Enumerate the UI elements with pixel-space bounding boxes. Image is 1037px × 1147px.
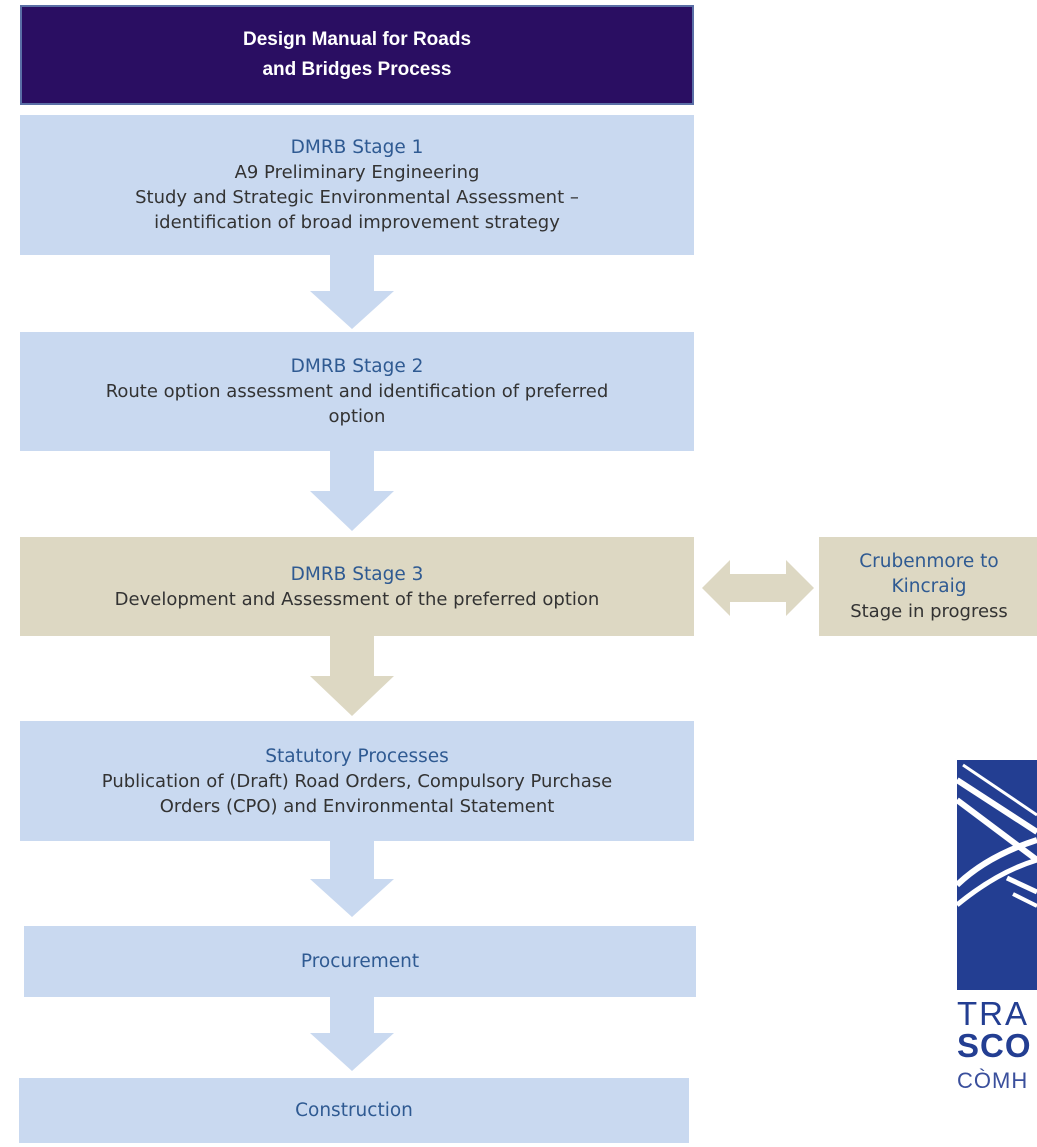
- statutory-processes-box: Statutory Processes Publication of (Draf…: [20, 721, 694, 841]
- down-arrow-5: [310, 997, 394, 1071]
- scheme-status: Stage in progress: [850, 601, 1008, 622]
- scheme-title-line-1: Crubenmore to: [859, 551, 999, 572]
- logo-wordmark: TRA SCO CÒMH: [957, 997, 1037, 1101]
- procurement-box: Procurement: [24, 926, 696, 997]
- statutory-line-2: Orders (CPO) and Environmental Statement: [159, 795, 555, 817]
- header-line-1: Design Manual for Roads: [242, 29, 472, 50]
- down-arrow-3: [310, 636, 394, 716]
- stage-1-line-1: A9 Preliminary Engineering: [234, 162, 480, 183]
- header-line-2: and Bridges Process: [262, 59, 452, 80]
- stage-1-box: DMRB Stage 1 A9 Preliminary Engineering …: [20, 115, 694, 255]
- down-arrow-1: [310, 255, 394, 329]
- scheme-title-line-2: Kincraig: [891, 576, 967, 597]
- procurement-title: Procurement: [300, 951, 420, 972]
- stage-2-line-1: Route option assessment and identificati…: [105, 381, 609, 402]
- logo-line-2: SCO: [957, 1027, 1032, 1064]
- statutory-title: Statutory Processes: [265, 745, 449, 767]
- down-arrow-2: [310, 451, 394, 531]
- logo-emblem: [957, 760, 1037, 990]
- construction-box: Construction: [19, 1078, 689, 1143]
- double-arrow-icon: [702, 560, 814, 616]
- current-scheme-box: Crubenmore to Kincraig Stage in progress: [819, 537, 1037, 636]
- down-arrow-4: [310, 841, 394, 917]
- stage-1-line-2: Study and Strategic Environmental Assess…: [135, 187, 579, 208]
- process-header: Design Manual for Roads and Bridges Proc…: [20, 5, 694, 105]
- stage-1-title: DMRB Stage 1: [290, 137, 424, 158]
- logo-line-1: TRA: [957, 997, 1029, 1032]
- stage-2-title: DMRB Stage 2: [290, 356, 424, 377]
- construction-title: Construction: [295, 1100, 413, 1121]
- stage-2-box: DMRB Stage 2 Route option assessment and…: [20, 332, 694, 451]
- logo-line-3: CÒMH: [957, 1068, 1029, 1093]
- stage-3-box: DMRB Stage 3 Development and Assessment …: [20, 537, 694, 636]
- stage-1-line-3: identification of broad improvement stra…: [154, 212, 560, 233]
- stage-2-line-2: option: [328, 406, 386, 427]
- statutory-line-1: Publication of (Draft) Road Orders, Comp…: [101, 770, 613, 792]
- stage-3-line-1: Development and Assessment of the prefer…: [114, 588, 600, 610]
- stage-3-title: DMRB Stage 3: [290, 563, 424, 585]
